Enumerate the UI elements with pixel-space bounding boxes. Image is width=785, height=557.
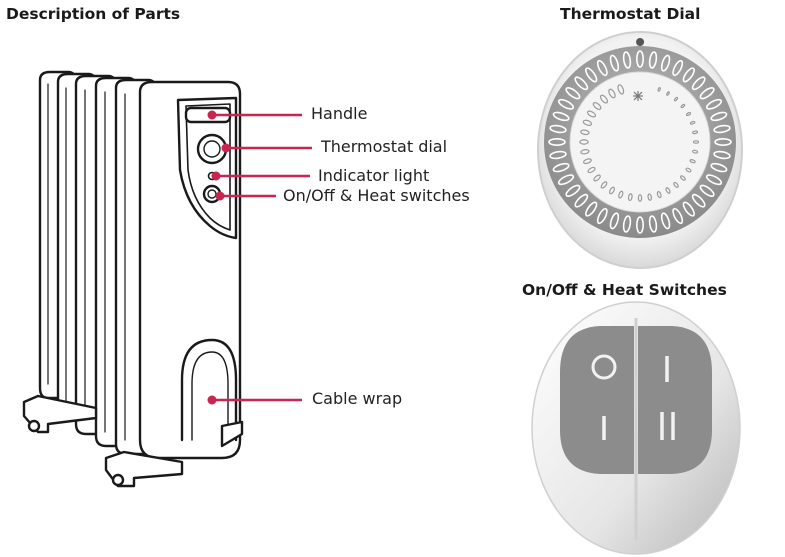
dial-inner-tick (580, 129, 590, 136)
dial-inner-tick (680, 103, 686, 109)
dial-inner-ticks (579, 84, 700, 202)
dial-outer-tick (552, 111, 570, 122)
dial-outer-tick (622, 51, 632, 69)
dial-outer-tick (552, 162, 570, 173)
dial-inner-tick (689, 120, 696, 125)
dial-outer-tick (622, 215, 632, 233)
dial-inner-tick (689, 159, 696, 164)
dial-inner-tick (608, 88, 616, 99)
dial-outer-tick (557, 98, 575, 110)
dial-outer-tick (609, 212, 620, 230)
frost-icon (633, 91, 643, 101)
control-panel (176, 96, 238, 240)
handle-label: Handle (311, 104, 368, 123)
dial-inner-tick (580, 149, 590, 155)
switches-title: On/Off & Heat Switches (522, 281, 727, 299)
dial-outer-tick (672, 207, 684, 225)
dial-inner-tick (579, 139, 589, 145)
dial-inner-tick (666, 91, 670, 96)
dial-outer-tick (710, 162, 728, 173)
dial-outer-tick (596, 207, 608, 225)
dial-inner-tick (673, 181, 679, 188)
parts-title: Description of Parts (6, 5, 181, 23)
dial-outer-tick (549, 124, 567, 134)
dial-inner-tick (599, 94, 609, 104)
dial-inner-tick (665, 187, 671, 194)
heat-switch (638, 326, 712, 474)
dial-inner-tick (627, 193, 633, 202)
thermostat-dial-label: Thermostat dial (321, 137, 448, 156)
dial-outer-tick (574, 76, 589, 91)
dial-inner-tick (647, 193, 652, 201)
dial-outer-tick (713, 150, 731, 160)
dial-inner-tick (600, 181, 608, 189)
dial-inner-tick (618, 190, 624, 199)
dial-inner-tick (593, 174, 601, 182)
dial-inner-tick (617, 84, 625, 95)
switches-label: On/Off & Heat switches (283, 186, 470, 205)
dial-inner-tick (692, 130, 699, 135)
dial-outer-tick (574, 193, 589, 208)
dial-outer-tick (636, 216, 645, 234)
indicator-light-label: Indicator light (318, 166, 430, 185)
dial-inner-tick (586, 110, 597, 118)
dial-outer-tick (609, 54, 620, 72)
dial-outer-tick (705, 98, 723, 110)
dial-outer-tick (585, 67, 598, 83)
dial-inner-tick (692, 140, 700, 144)
dial-top-marker (636, 38, 645, 46)
cable-wrap-label: Cable wrap (312, 389, 403, 408)
dial-outer-tick (565, 87, 581, 100)
dial-outer-ticks (548, 50, 732, 234)
dial-outer-tick (565, 184, 581, 197)
dial-outer-tick (699, 184, 715, 197)
dial-outer-tick (682, 201, 695, 217)
dial-outer-tick (682, 67, 695, 83)
dial-inner-tick (685, 167, 692, 173)
dial-outer-tick (585, 201, 598, 217)
dial-outer-tick (635, 50, 644, 68)
dial-inner-tick (656, 191, 662, 199)
thermostat-dial-title: Thermostat Dial (560, 5, 701, 23)
dial-inner-tick (685, 111, 692, 117)
dial-inner-tick (679, 175, 686, 181)
dial-outer-tick (557, 174, 575, 186)
dial-outer-tick (713, 124, 731, 134)
dial-inner-tick (657, 87, 661, 92)
cable-wrap (180, 338, 238, 442)
dial-outer-tick (548, 138, 566, 147)
dial-outer-tick (691, 193, 706, 208)
power-switch (560, 326, 634, 474)
front-foot-left (104, 450, 184, 488)
dial-outer-tick (699, 87, 715, 100)
dial-outer-tick (691, 76, 706, 91)
dial-outer-tick (549, 150, 567, 160)
dial-inner-tick (692, 149, 699, 154)
dial-outer-tick (648, 215, 658, 233)
dial-outer-tick (596, 59, 608, 77)
dial-outer-tick (710, 111, 728, 122)
dial-inner-tick (582, 119, 593, 126)
dial-inner-tick (592, 102, 602, 110)
dial-inner-tick (609, 186, 615, 195)
dial-inner-tick (637, 194, 643, 202)
front-foot-right (220, 420, 244, 448)
dial-outer-tick (660, 212, 671, 230)
dial-outer-tick (648, 51, 658, 69)
dial-inner-tick (673, 96, 679, 102)
dial-inner-tick (587, 166, 596, 174)
back-foot (22, 394, 98, 434)
off-symbol-icon (591, 354, 617, 380)
dial-outer-tick (660, 54, 671, 72)
dial-inner-tick (582, 158, 592, 165)
dial-outer-tick (705, 174, 723, 186)
dial-outer-tick (672, 59, 684, 77)
dial-outer-tick (714, 137, 732, 146)
